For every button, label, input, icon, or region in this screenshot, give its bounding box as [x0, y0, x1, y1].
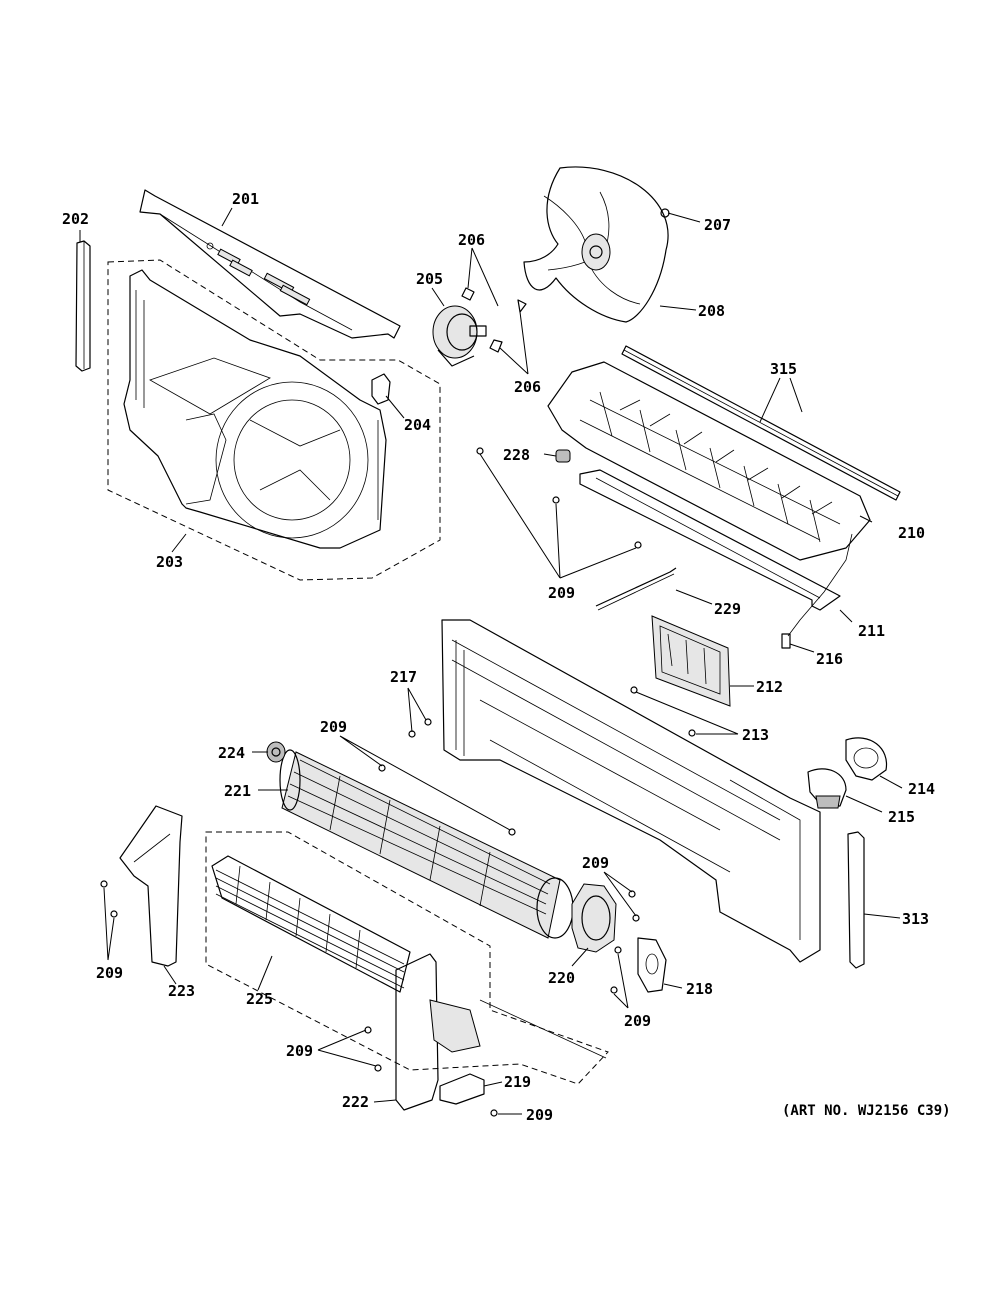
part-206-screws[interactable] [461, 287, 527, 353]
callout-218: 218 [686, 980, 713, 998]
callout-215: 215 [888, 808, 915, 826]
callout-229: 229 [714, 600, 741, 618]
callout-209e: 209 [624, 1012, 651, 1030]
callout-222: 222 [342, 1093, 369, 1111]
part-221-blower-wheel[interactable] [279, 749, 574, 939]
callout-211: 211 [858, 622, 885, 640]
callout-217: 217 [390, 668, 417, 686]
callout-labels: 201 202 203 204 205 206 206 207 208 315 … [62, 190, 935, 1124]
callout-204: 204 [404, 416, 431, 434]
callout-212: 212 [756, 678, 783, 696]
part-222-end-plate[interactable] [395, 953, 607, 1111]
callout-224: 224 [218, 744, 245, 762]
callout-315: 315 [770, 360, 797, 378]
part-225-evaporator-coil[interactable] [205, 831, 609, 1085]
callout-210: 210 [898, 524, 925, 542]
callout-219: 219 [504, 1073, 531, 1091]
callout-206a: 206 [458, 231, 485, 249]
callout-221: 221 [224, 782, 251, 800]
part-218-motor-bracket[interactable] [637, 937, 667, 993]
part-229-rod[interactable] [595, 567, 677, 611]
part-204-bracket[interactable] [371, 373, 391, 405]
part-201-shroud-top[interactable] [139, 189, 401, 339]
callout-214: 214 [908, 780, 935, 798]
part-202-vertical-strip[interactable] [75, 240, 91, 372]
part-208-fan-blade[interactable] [523, 166, 669, 323]
part-207-nut[interactable] [660, 208, 670, 218]
callout-228: 228 [503, 446, 530, 464]
part-220-blower-motor[interactable] [571, 883, 617, 953]
part-215-housing[interactable] [807, 768, 847, 809]
part-224-bearing[interactable] [266, 741, 286, 763]
part-228-knob[interactable] [555, 449, 571, 463]
part-315-strips[interactable] [621, 345, 901, 501]
part-209-screws[interactable] [100, 447, 642, 1117]
callout-209c: 209 [582, 854, 609, 872]
part-214-cover[interactable] [845, 737, 888, 781]
part-210-grille-frame[interactable] [547, 361, 871, 561]
callout-209f: 209 [286, 1042, 313, 1060]
callout-207: 207 [704, 216, 731, 234]
leader-lines [79, 207, 903, 1115]
callout-213: 213 [742, 726, 769, 744]
main-chassis[interactable] [441, 619, 821, 963]
callout-202: 202 [62, 210, 89, 228]
callout-223: 223 [168, 982, 195, 1000]
callout-209g: 209 [526, 1106, 553, 1124]
callout-209b: 209 [320, 718, 347, 736]
callout-205: 205 [416, 270, 443, 288]
callout-209a: 209 [548, 584, 575, 602]
part-313-bracket[interactable] [847, 831, 865, 969]
callout-313: 313 [902, 910, 929, 928]
callout-201: 201 [232, 190, 259, 208]
part-217-screws[interactable] [408, 718, 432, 738]
callout-203: 203 [156, 553, 183, 571]
part-205-fan-motor[interactable] [432, 305, 487, 367]
callout-216: 216 [816, 650, 843, 668]
part-203-shroud-assembly[interactable] [107, 259, 441, 581]
part-213-screws[interactable] [630, 686, 696, 737]
part-223-side-bracket[interactable] [119, 805, 183, 967]
art-number: (ART NO. WJ2156 C39) [782, 1103, 951, 1119]
part-219-clip[interactable] [439, 1073, 485, 1105]
callout-208: 208 [698, 302, 725, 320]
callout-225: 225 [246, 990, 273, 1008]
part-212-control-panel[interactable] [651, 615, 731, 707]
callout-209d: 209 [96, 964, 123, 982]
part-216-wire[interactable] [781, 533, 853, 649]
callout-206b: 206 [514, 378, 541, 396]
callout-220: 220 [548, 969, 575, 987]
part-211-bottom-plate[interactable] [579, 469, 841, 611]
